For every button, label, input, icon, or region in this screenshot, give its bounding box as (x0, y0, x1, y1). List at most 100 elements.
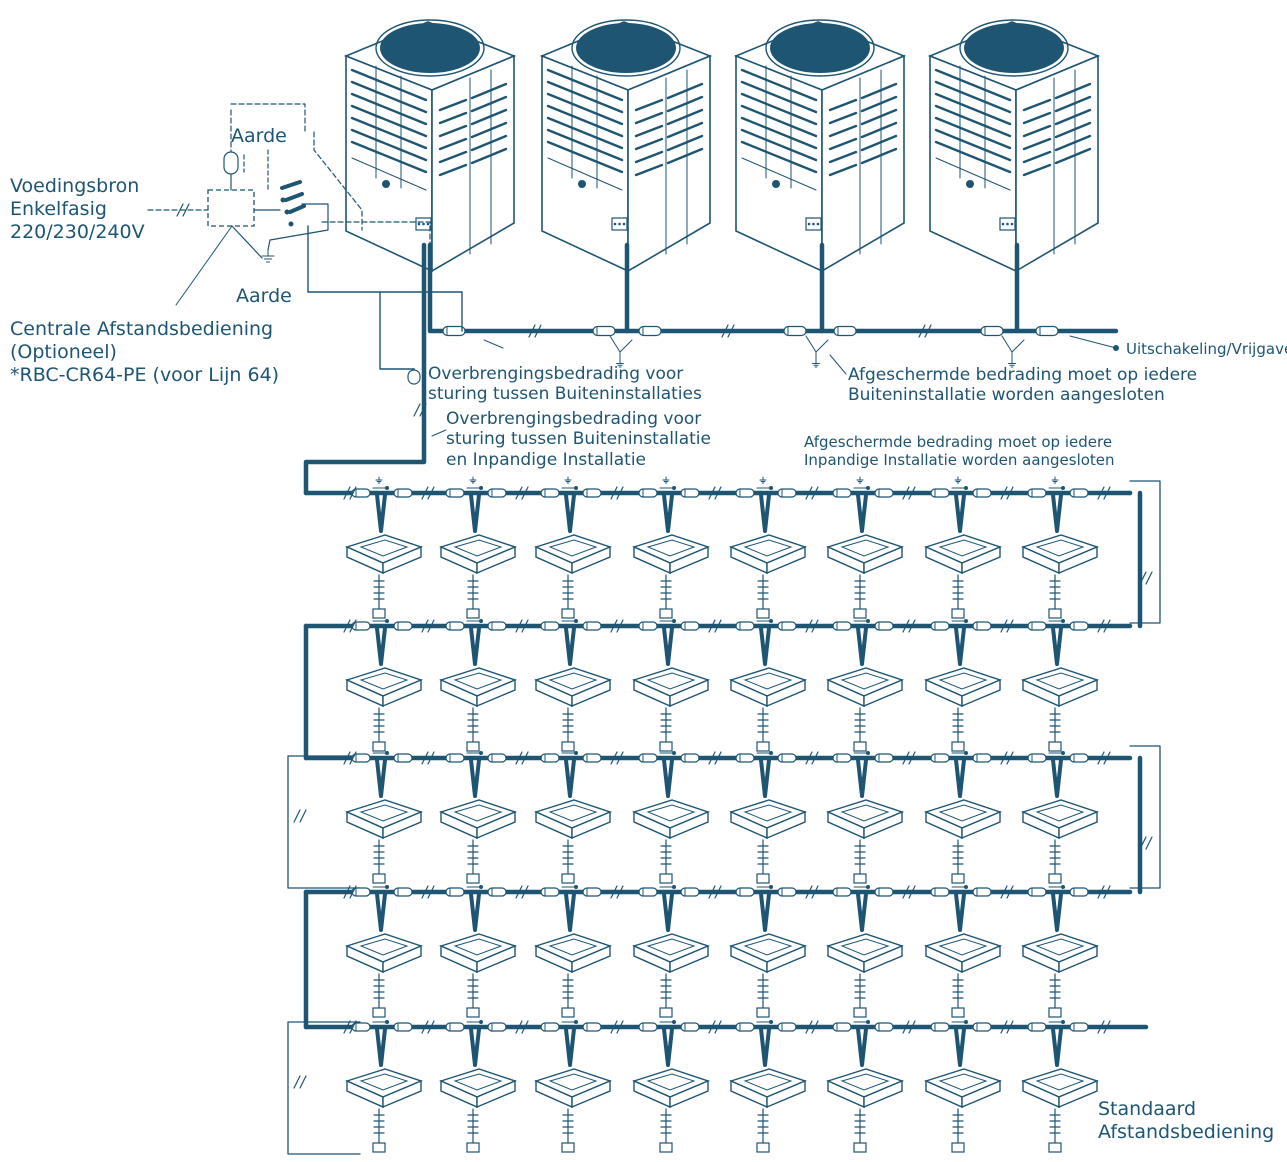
remote-controller-icon (1048, 574, 1062, 619)
indoor-transmission-label: Overbrengingsbedrading voor sturing tuss… (446, 409, 711, 470)
indoor-unit-icon (729, 534, 807, 619)
remote-controller-icon (659, 973, 673, 1018)
remote-controller-icon (561, 973, 575, 1018)
indoor-unit-icon (729, 799, 807, 884)
remote-controller-icon (561, 839, 575, 884)
indoor-unit-icon (924, 933, 1002, 1018)
central-remote-line2: (Optioneel) (10, 340, 117, 363)
indoor-unit-icon (439, 933, 517, 1018)
row-link-wire (1129, 480, 1161, 624)
breaker-box (147, 103, 363, 231)
remote-controller-icon (659, 574, 673, 619)
indoor-unit-icon (439, 534, 517, 619)
central-remote-line3: *RBC-CR64-PE (voor Lijn 64) (10, 363, 280, 386)
power-source-line3: 220/230/240V (10, 220, 145, 243)
indoor-unit-icon (924, 799, 1002, 884)
indoor-unit-icon (632, 667, 710, 752)
logo-icon (772, 180, 780, 188)
earth-icon (231, 225, 275, 263)
indoor-unit-icon (534, 1068, 612, 1153)
indoor-unit-icon (345, 667, 423, 752)
remote-controller-icon (951, 839, 965, 884)
power-source-label: Voedingsbron Enkelfasig 220/230/240V (10, 175, 145, 243)
outdoor-unit-icon (733, 19, 907, 273)
indoor-unit-icon (924, 1068, 1002, 1153)
indoor-transmission-line2: sturing tussen Buiteninstallatie (446, 429, 711, 450)
row-link-wire (1129, 745, 1161, 889)
earth-label-bottom: Aarde (236, 285, 292, 307)
fan-icon (770, 23, 870, 73)
remote-controller-icon (659, 839, 673, 884)
indoor-unit-icon (1021, 1068, 1099, 1153)
remote-controller-icon (951, 973, 965, 1018)
outdoor-unit-front (735, 54, 823, 273)
row-link-thick (303, 490, 1143, 1030)
indoor-unit-icon (1021, 667, 1099, 752)
indoor-unit-icon (534, 667, 612, 752)
remote-controller-icon (756, 574, 770, 619)
indoor-unit-icon (632, 933, 710, 1018)
remote-controller-icon (372, 839, 386, 884)
central-control-wiring (307, 291, 463, 437)
indoor-unit-icon (826, 1068, 904, 1153)
standard-remote-label: Standaard Afstandsbediening (1098, 1098, 1274, 1144)
logo-icon (578, 180, 586, 188)
outdoor-transmission-line1: Overbrengingsbedrading voor (428, 364, 684, 384)
remote-controller-icon (659, 707, 673, 752)
switch-icon (253, 180, 329, 241)
row-link-wire (287, 1021, 361, 1155)
indoor-unit-icon (729, 933, 807, 1018)
remote-controller-icon (756, 973, 770, 1018)
plug-icon (223, 151, 239, 175)
outdoor-shield-line1: Afgeschermde bedrading moet op iedere (848, 365, 1198, 385)
indoor-unit-icon (826, 933, 904, 1018)
remote-controller-icon (951, 1108, 965, 1153)
remote-controller-icon (466, 973, 480, 1018)
central-remote-line1: Centrale Afstandsbediening (10, 318, 274, 340)
indoor-shield-line2: Inpandige Installatie worden aangesloten (804, 451, 1115, 469)
outdoor-unit-icon (343, 19, 517, 273)
remote-controller-icon (951, 707, 965, 752)
indoor-unit-icon (729, 1068, 807, 1153)
remote-controller-icon (853, 574, 867, 619)
indoor-row-bus (303, 1010, 1149, 1067)
remote-controller-icon (466, 1108, 480, 1153)
remote-controller-icon (853, 973, 867, 1018)
indoor-unit-icon (632, 534, 710, 619)
logo-icon (966, 180, 974, 188)
remote-controller-icon (951, 574, 965, 619)
indoor-units (345, 534, 1099, 1153)
indoor-unit-icon (345, 933, 423, 1018)
outdoor-shield-line2: Buiteninstallatie worden aangesloten (848, 385, 1165, 406)
indoor-row-bus (303, 741, 1133, 798)
remote-controller-icon (1048, 973, 1062, 1018)
remote-controller-icon (853, 1108, 867, 1153)
indoor-shield-label: Afgeschermde bedrading moet op iedere In… (804, 433, 1115, 469)
earth-label-top: Aarde (231, 125, 287, 147)
central-remote-label: Centrale Afstandsbediening (Optioneel) *… (10, 318, 279, 386)
remote-controller-icon (1048, 1108, 1062, 1153)
remote-controller-icon (372, 707, 386, 752)
remote-controller-icon (756, 1108, 770, 1153)
outdoor-unit-icon (539, 19, 713, 273)
indoor-unit-icon (1021, 799, 1099, 884)
indoor-shield-line1: Afgeschermde bedrading moet op iedere (804, 433, 1113, 451)
indoor-unit-icon (345, 1068, 423, 1153)
fan-icon (964, 23, 1064, 73)
indoor-unit-icon (439, 799, 517, 884)
outdoor-unit-icon (927, 19, 1101, 273)
remote-controller-icon (561, 574, 575, 619)
remote-controller-icon (372, 973, 386, 1018)
outdoor-shield-label: Afgeschermde bedrading moet op iedere Bu… (848, 365, 1197, 406)
remote-controller-icon (756, 839, 770, 884)
outdoor-unit-front (929, 54, 1017, 273)
power-section (147, 103, 431, 306)
indoor-row-bus (303, 476, 1133, 533)
outdoor-unit-front (541, 54, 629, 273)
indoor-unit-icon (534, 933, 612, 1018)
remote-controller-icon (561, 707, 575, 752)
sensor-icon (407, 369, 421, 385)
outdoor-transmission-bus (303, 242, 1119, 496)
remote-controller-icon (372, 1108, 386, 1153)
outdoor-unit-front (345, 54, 433, 273)
